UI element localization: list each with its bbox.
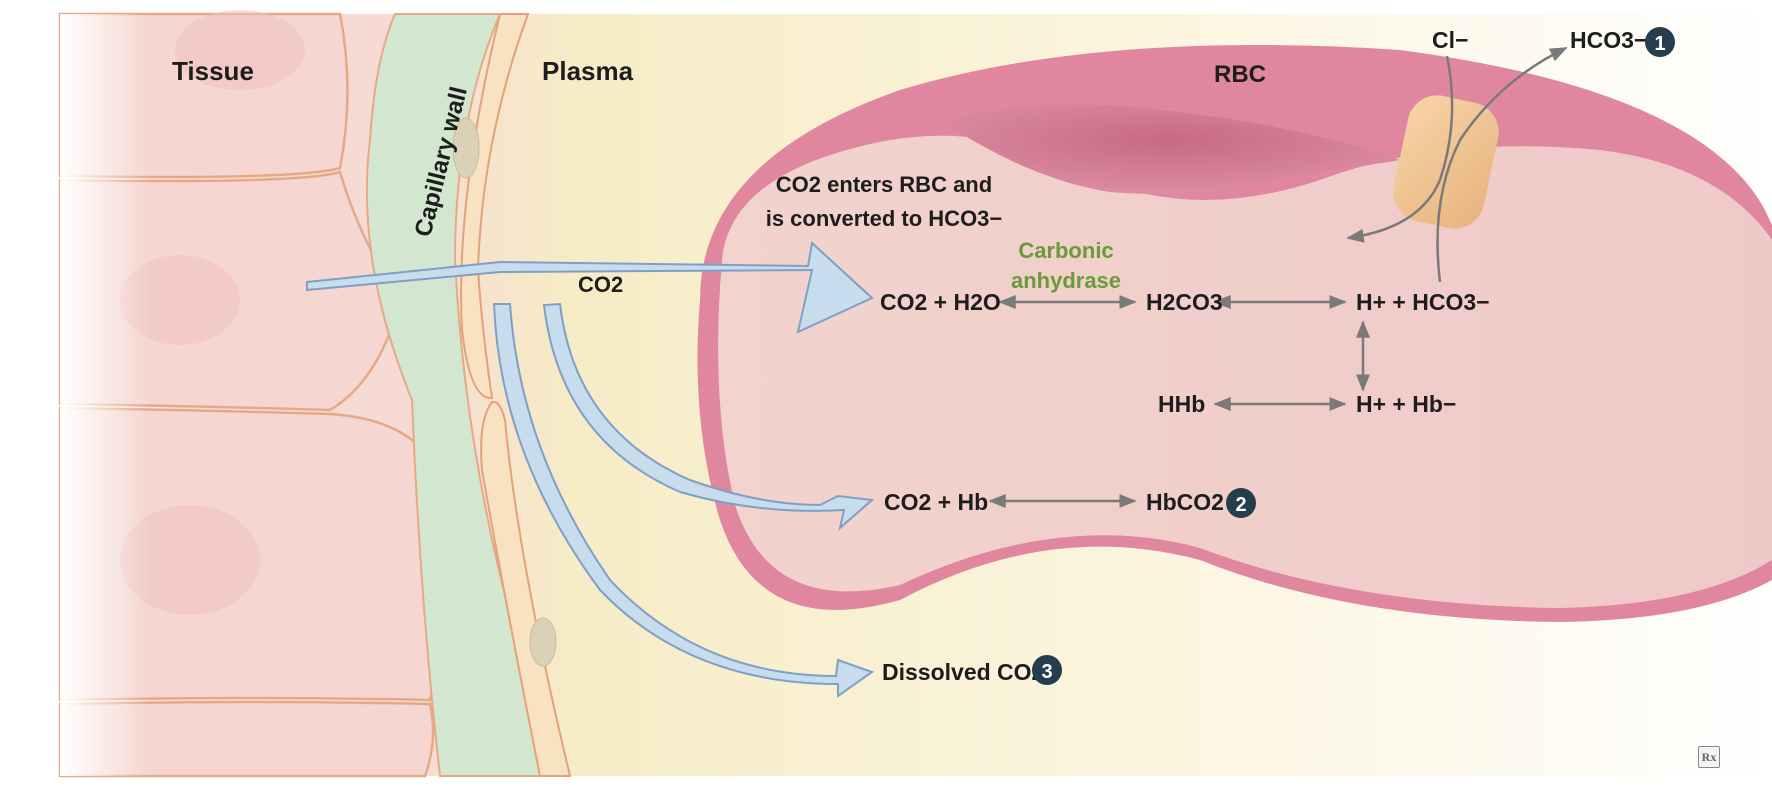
plasma-label: Plasma xyxy=(542,56,634,86)
tissue-label: Tissue xyxy=(172,56,254,86)
cl-ion-label: Cl− xyxy=(1432,27,1468,53)
hco3-out-label: HCO3− xyxy=(1570,27,1647,53)
co2-hb-label: CO2 + Hb xyxy=(884,489,988,515)
hhb-label: HHb xyxy=(1158,391,1205,417)
co2-inflow-label: CO2 xyxy=(578,272,623,297)
rx-logo: Rx xyxy=(1698,746,1720,768)
carbonic-anhydrase-line2: anhydrase xyxy=(1011,268,1121,293)
marker-1: 1 xyxy=(1645,27,1675,57)
co2-h2o-label: CO2 + H2O xyxy=(880,289,1001,315)
enters-rbc-line1: CO2 enters RBC and xyxy=(776,172,992,197)
carbonic-anhydrase-line1: Carbonic xyxy=(1018,238,1113,263)
svg-text:3: 3 xyxy=(1041,661,1052,683)
marker-2: 2 xyxy=(1226,488,1256,518)
enters-rbc-line2: is converted to HCO3− xyxy=(766,206,1003,231)
h-hb-label: H+ + Hb− xyxy=(1356,391,1456,417)
svg-text:1: 1 xyxy=(1654,33,1665,55)
h2co3-label: H2CO3 xyxy=(1146,289,1223,315)
dissolved-co2-label: Dissolved CO2 xyxy=(882,659,1044,685)
h-hco3-label: H+ + HCO3− xyxy=(1356,289,1490,315)
hbco2-label: HbCO2 xyxy=(1146,489,1224,515)
marker-3: 3 xyxy=(1032,655,1062,685)
rbc-label: RBC xyxy=(1214,61,1266,88)
svg-text:2: 2 xyxy=(1235,494,1246,516)
